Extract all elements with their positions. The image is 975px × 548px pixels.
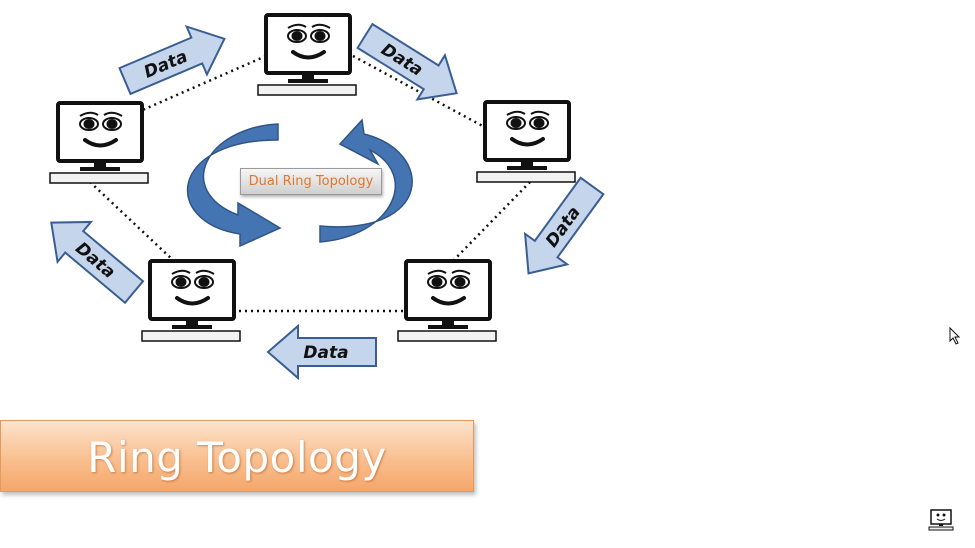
data-arrow-top-left: Data: [113, 13, 236, 106]
mouse-cursor-icon: [949, 326, 961, 345]
data-arrow-left: Data: [33, 201, 152, 313]
computer-bottom-left: [140, 259, 242, 343]
ring-arrow-right: [319, 118, 413, 243]
svg-text:Data: Data: [303, 343, 348, 363]
ring-connections: [89, 54, 531, 313]
computer-icon: [928, 509, 954, 531]
page-title: Ring Topology: [87, 433, 387, 482]
data-arrow-bottom: Data: [267, 325, 377, 379]
computer-bottom-right: [396, 259, 498, 343]
ring-arrow-left: [187, 123, 282, 248]
data-arrow-right: Data: [506, 169, 615, 290]
computer-left: [48, 101, 150, 185]
computer-top: [256, 13, 358, 97]
dual-ring-topology-label: Dual Ring Topology: [240, 168, 382, 195]
computer-right: [475, 100, 577, 184]
title-banner: Ring Topology: [0, 420, 474, 492]
